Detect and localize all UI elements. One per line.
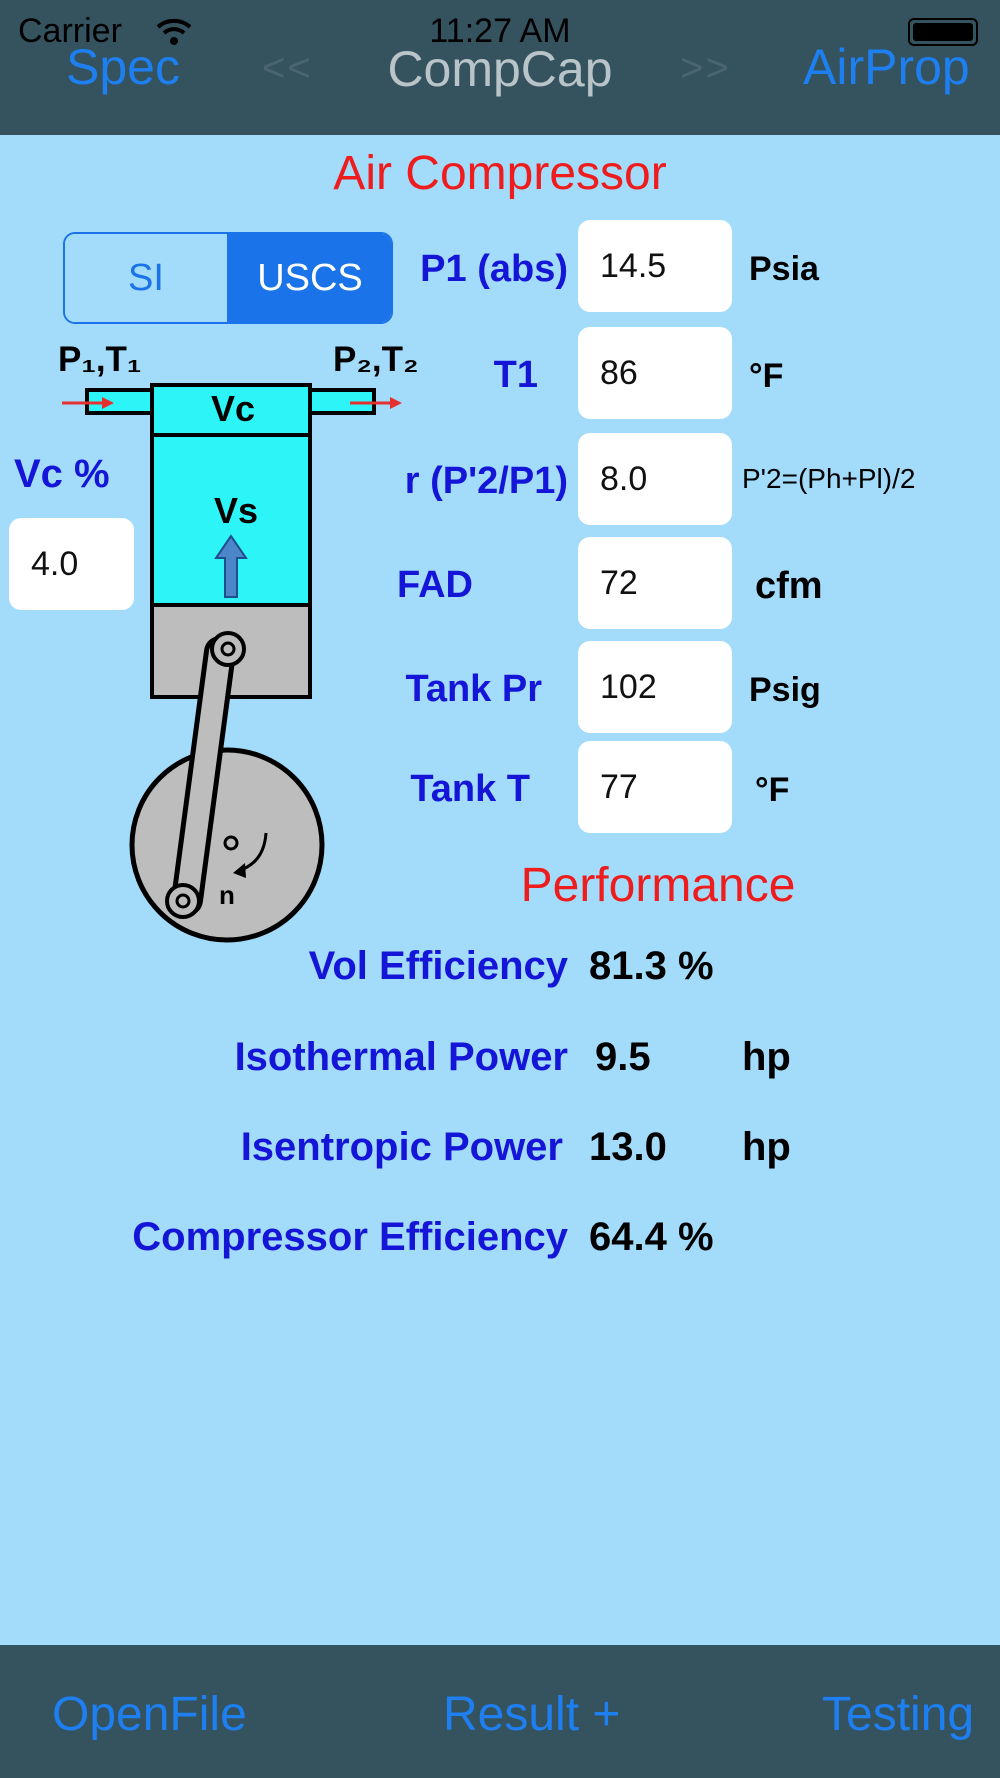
tank-pressure-input[interactable] [578, 641, 732, 733]
testing-button[interactable]: Testing [822, 1688, 975, 1741]
p1-unit: Psia [749, 250, 819, 288]
fad-unit: cfm [755, 565, 823, 607]
isentropic-power-value: 13.0 [589, 1125, 667, 1169]
vc-percent-label: Vc % [14, 452, 110, 496]
carrier-label: Carrier [18, 12, 122, 50]
isentropic-power-unit: hp [742, 1125, 791, 1169]
connecting-rod [176, 641, 231, 911]
open-file-button[interactable]: OpenFile [52, 1688, 247, 1741]
battery-icon [908, 18, 978, 46]
bottom-toolbar [0, 1645, 1000, 1778]
previous-button[interactable]: << [262, 46, 313, 90]
tank-temperature-label: Tank T [410, 768, 530, 810]
fad-label: FAD [397, 564, 473, 606]
spec-button[interactable]: Spec [66, 39, 180, 95]
ratio-note: P'2=(Ph+Pl)/2 [742, 463, 916, 494]
crank-disk [129, 747, 325, 943]
fad-input[interactable] [578, 537, 732, 629]
unit-segmented-control: SI USCS [63, 232, 393, 324]
compressor-diagram [62, 383, 402, 943]
t1-unit: °F [749, 357, 784, 395]
p1-label: P1 (abs) [420, 248, 568, 290]
p1-input[interactable] [578, 220, 732, 312]
outlet-label: P₂,T₂ [333, 340, 419, 379]
next-button[interactable]: >> [680, 46, 731, 90]
airprop-button[interactable]: AirProp [803, 39, 970, 95]
clock: 11:27 AM [429, 12, 571, 50]
section-title: Air Compressor [333, 147, 667, 200]
isothermal-power-label: Isothermal Power [234, 1035, 568, 1079]
tank-temperature-unit: °F [755, 771, 790, 809]
piston-direction-arrow [214, 534, 248, 598]
t1-label: T1 [493, 354, 538, 396]
si-option[interactable]: SI [65, 234, 229, 322]
clearance-label: Vc [211, 388, 256, 429]
isentropic-power-label: Isentropic Power [240, 1125, 563, 1169]
result-plus-button[interactable]: Result + [443, 1688, 621, 1741]
speed-label: n [219, 880, 235, 910]
vol-efficiency-label: Vol Efficiency [308, 944, 568, 988]
inlet-label: P₁,T₁ [58, 340, 142, 379]
page-title: CompCap [387, 41, 613, 97]
ratio-label: r (P'2/P1) [404, 460, 568, 502]
wifi-icon [156, 18, 192, 45]
isothermal-power-value: 9.5 [595, 1035, 651, 1079]
compressor-efficiency-label: Compressor Efficiency [132, 1215, 568, 1259]
tank-pressure-unit: Psig [749, 671, 821, 709]
vol-efficiency-value: 81.3 % [589, 944, 714, 988]
vc-percent-input[interactable] [9, 518, 134, 610]
tank-temperature-input[interactable] [578, 741, 732, 833]
tank-pressure-label: Tank Pr [405, 668, 542, 710]
t1-input[interactable] [578, 327, 732, 419]
swept-label: Vs [214, 490, 259, 531]
compressor-efficiency-value: 64.4 % [589, 1215, 714, 1259]
ratio-input[interactable] [578, 433, 732, 525]
isothermal-power-unit: hp [742, 1035, 791, 1079]
crank-center [223, 835, 239, 851]
performance-title: Performance [520, 859, 796, 912]
uscs-option[interactable]: USCS [229, 234, 391, 322]
